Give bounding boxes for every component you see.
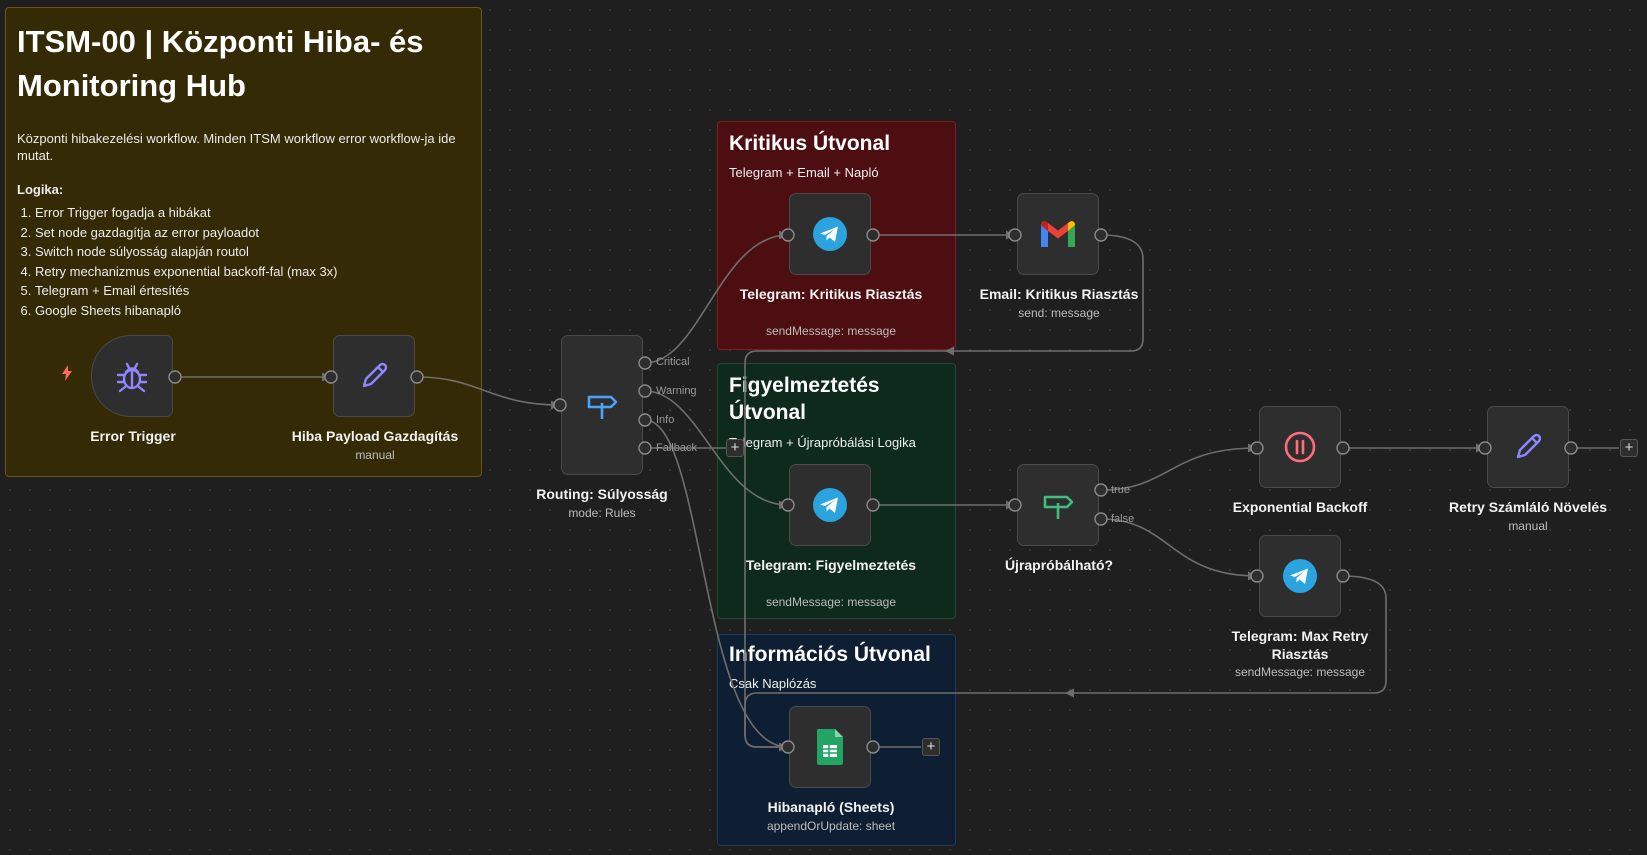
arrow-loop-back	[945, 346, 954, 356]
telegram-icon	[813, 217, 847, 251]
node-routing-label: Routing: Súlyosság	[536, 486, 668, 502]
gmail-icon	[1041, 221, 1075, 247]
output-true-label: true	[1111, 484, 1130, 496]
node-telegram-max-retry[interactable]	[1259, 535, 1341, 617]
output-fallback-label: Fallback	[656, 442, 697, 454]
critical-route-title: Kritikus Útvonal	[729, 132, 891, 155]
node-retry-counter-label: Retry Számláló Növelés	[1449, 499, 1607, 515]
node-payload-sub: manual	[355, 448, 395, 462]
node-retry-counter[interactable]	[1487, 406, 1569, 488]
pause-icon	[1284, 431, 1316, 463]
node-exponential-backoff[interactable]	[1259, 406, 1341, 488]
node-error-trigger-label: Error Trigger	[90, 428, 176, 444]
telegram-icon	[1283, 559, 1317, 593]
signpost-icon	[1043, 495, 1074, 519]
sheets-icon	[817, 729, 843, 765]
node-payload-label: Hiba Payload Gazdagítás	[291, 428, 459, 444]
arrow-loop-back-2	[1065, 688, 1074, 698]
node-retry-check[interactable]	[1017, 464, 1099, 546]
add-node-after-counter-button[interactable]: +	[1620, 439, 1638, 457]
node-email-critical-sub: send: message	[1018, 306, 1100, 320]
arrow-payload	[322, 372, 331, 382]
signpost-icon	[587, 395, 618, 419]
arrow-email	[1006, 230, 1015, 240]
edge-maxretry-sheets	[744, 575, 1387, 748]
logic-item: Set node gazdagítja az error payloadot	[35, 223, 470, 243]
node-telegram-warning-label: Telegram: Figyelmeztetés	[745, 557, 917, 573]
node-telegram-warning-sub: sendMessage: message	[765, 595, 897, 609]
pencil-icon	[362, 362, 388, 388]
logic-item: Telegram + Email értesítés	[35, 281, 470, 301]
arrow-backoff	[1248, 443, 1257, 453]
output-critical-label: Critical	[656, 356, 690, 368]
arrow-tg-critical	[779, 230, 788, 240]
logic-list: Error Trigger fogadja a hibákat Set node…	[17, 203, 470, 320]
node-telegram-critical[interactable]	[789, 193, 871, 275]
pencil-icon	[1516, 433, 1542, 459]
node-routing-sub: mode: Rules	[568, 506, 636, 520]
arrow-sheets	[779, 742, 788, 752]
sticky-note-overview[interactable]: ITSM-00 | Központi Hiba- és Monitoring H…	[5, 7, 482, 477]
logic-item: Error Trigger fogadja a hibákat	[35, 203, 470, 223]
add-node-after-sheets-button[interactable]: +	[922, 738, 940, 756]
node-retry-counter-sub: manual	[1508, 519, 1548, 533]
warning-route-subtitle: Telegram + Újrapróbálási Logika	[729, 435, 916, 450]
edge-info-sheets	[644, 419, 789, 748]
node-retry-check-label: Újrapróbálható?	[1004, 557, 1114, 573]
output-info-label: Info	[656, 414, 675, 426]
node-telegram-critical-label: Telegram: Kritikus Riasztás	[739, 286, 923, 302]
edge-payload-routing	[416, 376, 561, 406]
node-backoff-label: Exponential Backoff	[1232, 499, 1368, 515]
node-telegram-warning[interactable]	[789, 464, 871, 546]
node-telegram-critical-sub: sendMessage: message	[765, 324, 897, 338]
node-max-retry-label: Telegram: Max Retry Riasztás	[1231, 628, 1369, 662]
logic-item: Switch node súlyosság alapján routol	[35, 242, 470, 262]
info-route-title: Információs Útvonal	[729, 643, 931, 666]
node-sheets-log[interactable]	[789, 706, 871, 788]
output-false-label: false	[1111, 513, 1135, 525]
edge-true-backoff	[1100, 447, 1258, 491]
arrow-counter	[1476, 443, 1485, 453]
node-routing-switch[interactable]	[561, 335, 643, 475]
trigger-bolt-icon	[62, 365, 72, 381]
workflow-description: Központi hibakezelési workflow. Minden I…	[17, 131, 456, 163]
info-route-subtitle: Csak Naplózás	[729, 676, 817, 691]
node-email-critical[interactable]	[1017, 193, 1099, 275]
telegram-icon	[813, 488, 847, 522]
node-max-retry-sub: sendMessage: message	[1234, 665, 1366, 679]
arrow-tg-warning	[779, 500, 788, 510]
workflow-title: ITSM-00 | Központi Hiba- és Monitoring H…	[17, 24, 424, 103]
edge-critical-telegram	[644, 234, 789, 364]
add-node-fallback-button[interactable]: +	[726, 439, 744, 457]
node-payload-enrichment[interactable]	[333, 335, 415, 417]
output-warning-label: Warning	[656, 385, 697, 397]
node-sheets-sub: appendOrUpdate: sheet	[766, 819, 896, 833]
warning-route-title: Figyelmeztetés Útvonal	[729, 374, 880, 424]
arrow-routing	[551, 400, 560, 410]
arrow-maxretry	[1248, 571, 1257, 581]
logic-heading: Logika:	[17, 182, 64, 197]
edge-false-maxretry	[1100, 518, 1258, 577]
critical-route-subtitle: Telegram + Email + Napló	[729, 165, 879, 180]
node-email-critical-label: Email: Kritikus Riasztás	[979, 286, 1139, 302]
arrow-retrycheck	[1006, 500, 1015, 510]
logic-item: Google Sheets hibanapló	[35, 301, 470, 321]
bug-icon	[116, 362, 148, 393]
logic-item: Retry mechanizmus exponential backoff-fa…	[35, 262, 470, 282]
node-sheets-label: Hibanapló (Sheets)	[767, 799, 895, 815]
node-error-trigger[interactable]	[91, 335, 173, 417]
